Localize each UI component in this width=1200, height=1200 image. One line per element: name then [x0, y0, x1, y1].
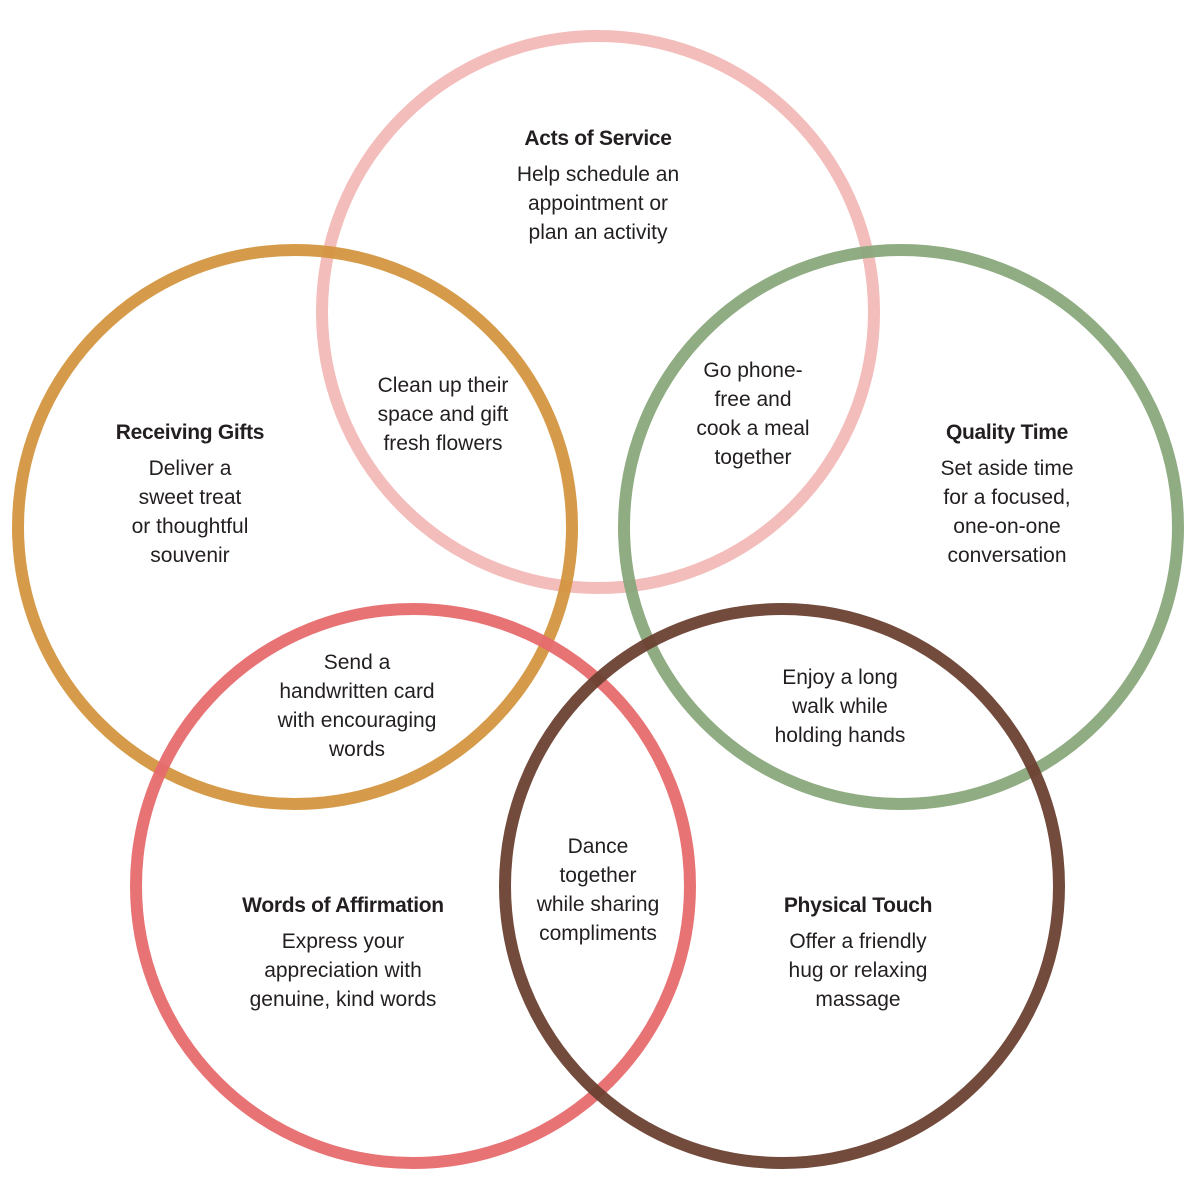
acts-of-service-title: Acts of Service	[524, 127, 672, 150]
words-of-affirmation-text: Express your appreciation with genuine, …	[249, 930, 437, 1011]
receiving-gifts-circle	[12, 244, 578, 810]
quality-time-circle	[618, 244, 1184, 810]
overlap-service-time: Go phone- free and cook a meal together	[696, 359, 810, 469]
receiving-gifts-title: Receiving Gifts	[115, 421, 265, 444]
receiving-gifts-label: Receiving Gifts Deliver a sweet treat or…	[60, 421, 320, 570]
physical-touch-label: Physical Touch Offer a friendly hug or r…	[728, 894, 988, 1014]
overlap-words-touch: Dance together while sharing compliments	[536, 835, 660, 945]
acts-of-service-circle	[316, 30, 880, 594]
words-of-affirmation-label: Words of Affirmation Express your apprec…	[203, 894, 483, 1014]
quality-time-label: Quality Time Set aside time for a focuse…	[877, 421, 1137, 570]
acts-of-service-text: Help schedule an appointment or plan an …	[516, 163, 680, 244]
words-of-affirmation-circle	[130, 603, 696, 1169]
acts-of-service-label: Acts of Service Help schedule an appoint…	[448, 127, 748, 247]
physical-touch-circle	[499, 603, 1065, 1169]
overlap-gifts-words: Send a handwritten card with encouraging…	[277, 651, 437, 761]
quality-time-title: Quality Time	[945, 421, 1069, 444]
overlap-gifts-service: Clean up their space and gift fresh flow…	[377, 374, 509, 455]
receiving-gifts-text: Deliver a sweet treat or thoughtful souv…	[131, 457, 249, 567]
words-of-affirmation-title: Words of Affirmation	[242, 894, 444, 917]
quality-time-text: Set aside time for a focused, one-on-one…	[940, 457, 1074, 567]
physical-touch-title: Physical Touch	[783, 894, 933, 917]
physical-touch-text: Offer a friendly hug or relaxing massage	[788, 930, 928, 1011]
overlap-time-touch: Enjoy a long walk while holding hands	[774, 666, 906, 747]
